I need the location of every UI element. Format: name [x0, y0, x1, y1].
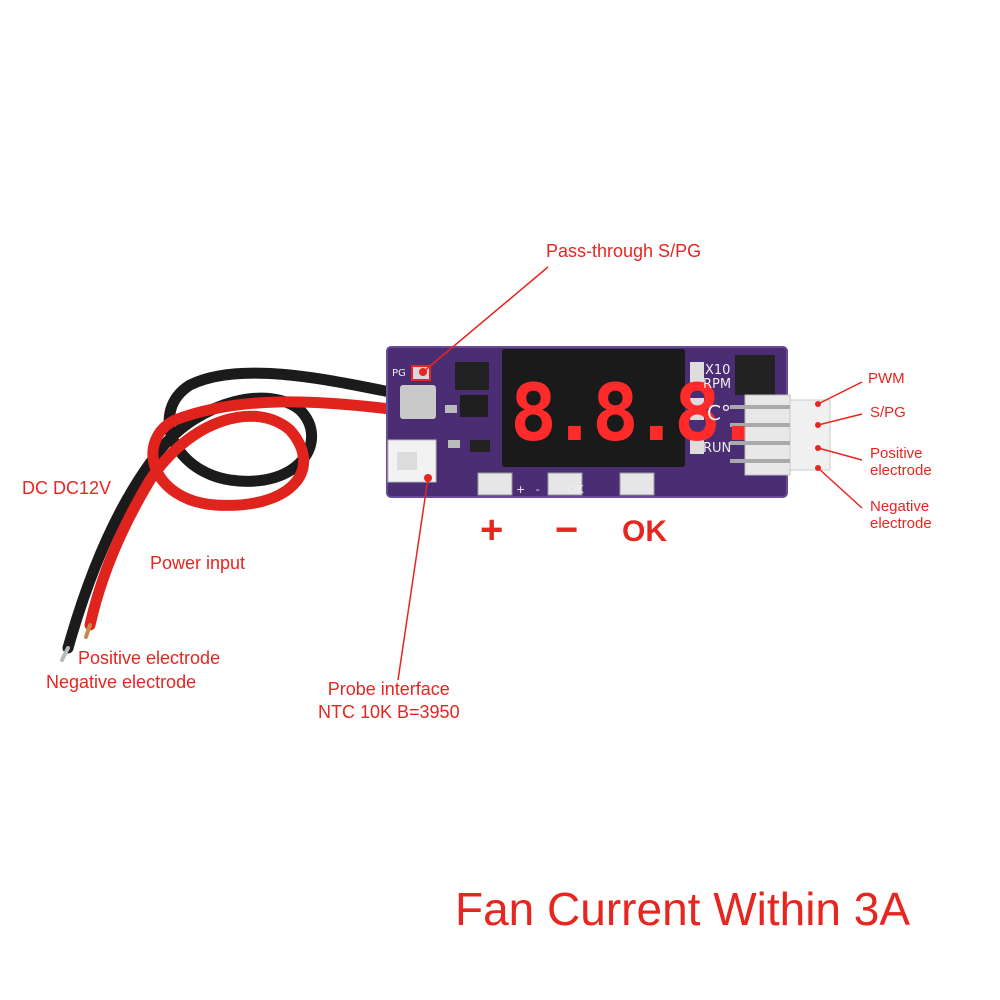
label-spg: S/PG — [870, 404, 906, 421]
silk-run: RUN — [703, 441, 731, 456]
label-pass-through: Pass-through S/PG — [546, 241, 702, 261]
label-negative-left: Negative electrode — [46, 672, 197, 692]
silk-c: C° — [707, 401, 731, 425]
ok-symbol: OK — [622, 515, 667, 548]
power-wires — [60, 367, 404, 662]
leader-dots — [419, 368, 821, 482]
footer-caption: Fan Current Within 3A — [455, 883, 911, 935]
display-digits: 8.8.8. — [510, 369, 756, 459]
leader-lines — [397, 266, 863, 681]
pcb-board — [386, 346, 831, 498]
plus-switch — [477, 472, 513, 496]
label-negative-right: Negative electrode — [870, 498, 932, 532]
label-pwm: PWM — [868, 370, 905, 387]
plus-symbol: + — [480, 508, 504, 552]
minus-switch — [547, 472, 583, 496]
silk-x10: X10 — [705, 363, 730, 378]
silk-pg: PG — [392, 368, 406, 379]
label-dc: DC DC12V — [22, 478, 112, 498]
ok-switch — [619, 472, 655, 496]
label-probe: Probe interface NTC 10K B=3950 — [318, 679, 460, 722]
minus-symbol: − — [555, 508, 579, 552]
label-positive-left: Positive electrode — [78, 648, 221, 668]
silk-rpm: RPM — [703, 377, 731, 392]
label-positive-right: Positive electrode — [870, 445, 932, 479]
silk-buttons: + - OK — [516, 483, 584, 496]
label-power-input: Power input — [150, 553, 246, 573]
